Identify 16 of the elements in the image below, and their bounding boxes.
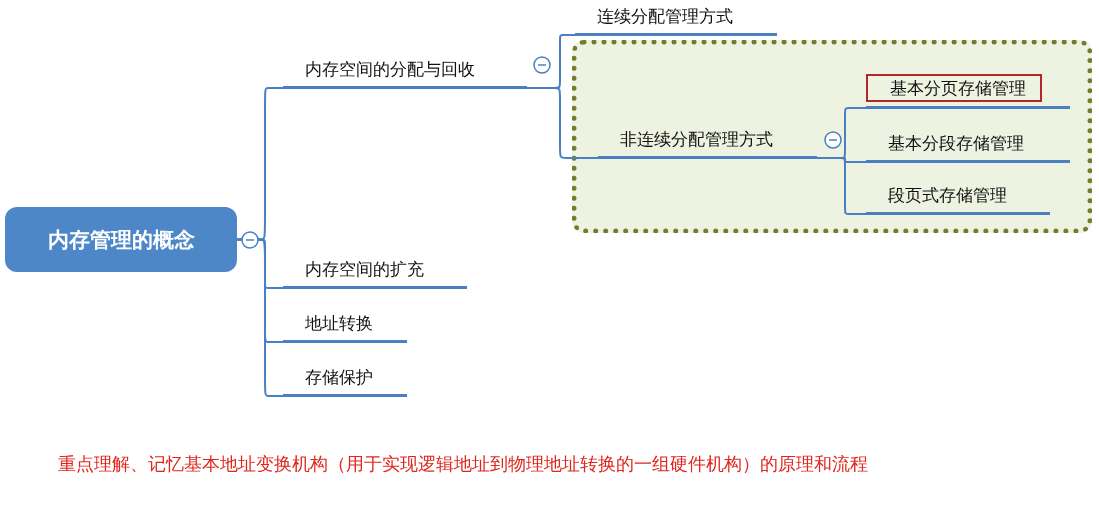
topic-label: 存储保护 (304, 366, 373, 389)
topic-label: 内存管理的概念 (47, 226, 195, 254)
topic-label: 地址转换 (304, 312, 373, 335)
connector-line (236, 238, 284, 397)
topic-label: 内存空间的分配与回收 (304, 58, 475, 81)
connector-line (526, 87, 599, 159)
topic-label: 基本分段存储管理 (887, 132, 1024, 155)
dotted-group-frame (572, 40, 1092, 233)
topic-label: 内存空间的扩充 (304, 258, 424, 281)
root-topic-box (5, 207, 237, 272)
highlighted-topic-label: 基本分页存储管理 (866, 74, 1042, 102)
topic-label: 连续分配管理方式 (596, 5, 733, 28)
note-text: 重点理解、记忆基本地址变换机构（用于实现逻辑地址到物理地址转换的一组硬件机构）的原理和流程 (58, 452, 869, 476)
topic-label: 段页式存储管理 (887, 184, 1007, 207)
connector-line (816, 157, 867, 215)
topic-label: 非连续分配管理方式 (619, 128, 773, 151)
